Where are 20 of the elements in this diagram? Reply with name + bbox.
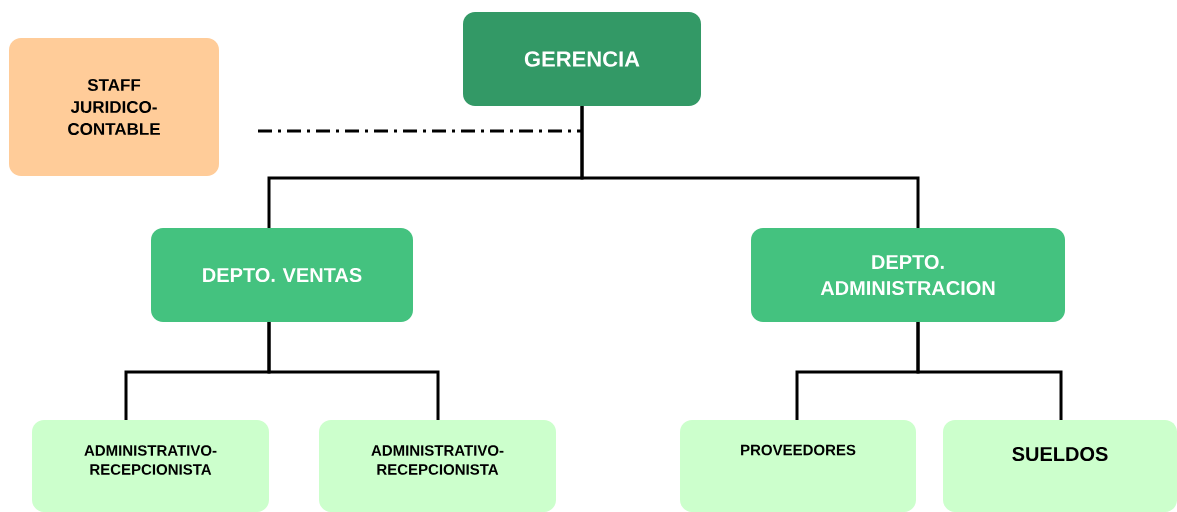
box-label: GERENCIA bbox=[524, 51, 640, 67]
box-label: ADMINISTRATIVO-RECEPCIONISTA bbox=[371, 445, 504, 475]
connector-line bbox=[267, 322, 440, 420]
box-label: ADMINISTRATIVO-RECEPCIONISTA bbox=[84, 445, 217, 475]
box-label: STAFF JURIDICO-CONTABLE bbox=[68, 79, 160, 136]
box-label: SUELDOS bbox=[1012, 446, 1108, 462]
unit-box bbox=[32, 420, 269, 512]
box-label: DEPTO. VENTAS bbox=[203, 267, 362, 283]
unit-box bbox=[943, 420, 1177, 512]
department-box bbox=[151, 228, 413, 322]
unit-box bbox=[319, 420, 556, 512]
side-box bbox=[9, 38, 219, 176]
unit-box bbox=[680, 420, 916, 512]
connector-line bbox=[916, 322, 1063, 420]
department-box bbox=[751, 228, 1065, 322]
dash-dot-line bbox=[258, 129, 582, 133]
connector-line bbox=[580, 106, 920, 228]
box-label: DEPTO. ADMINISTRACION bbox=[820, 254, 995, 296]
top-box bbox=[463, 12, 701, 106]
box-label: PROVEEDORES bbox=[741, 444, 856, 456]
